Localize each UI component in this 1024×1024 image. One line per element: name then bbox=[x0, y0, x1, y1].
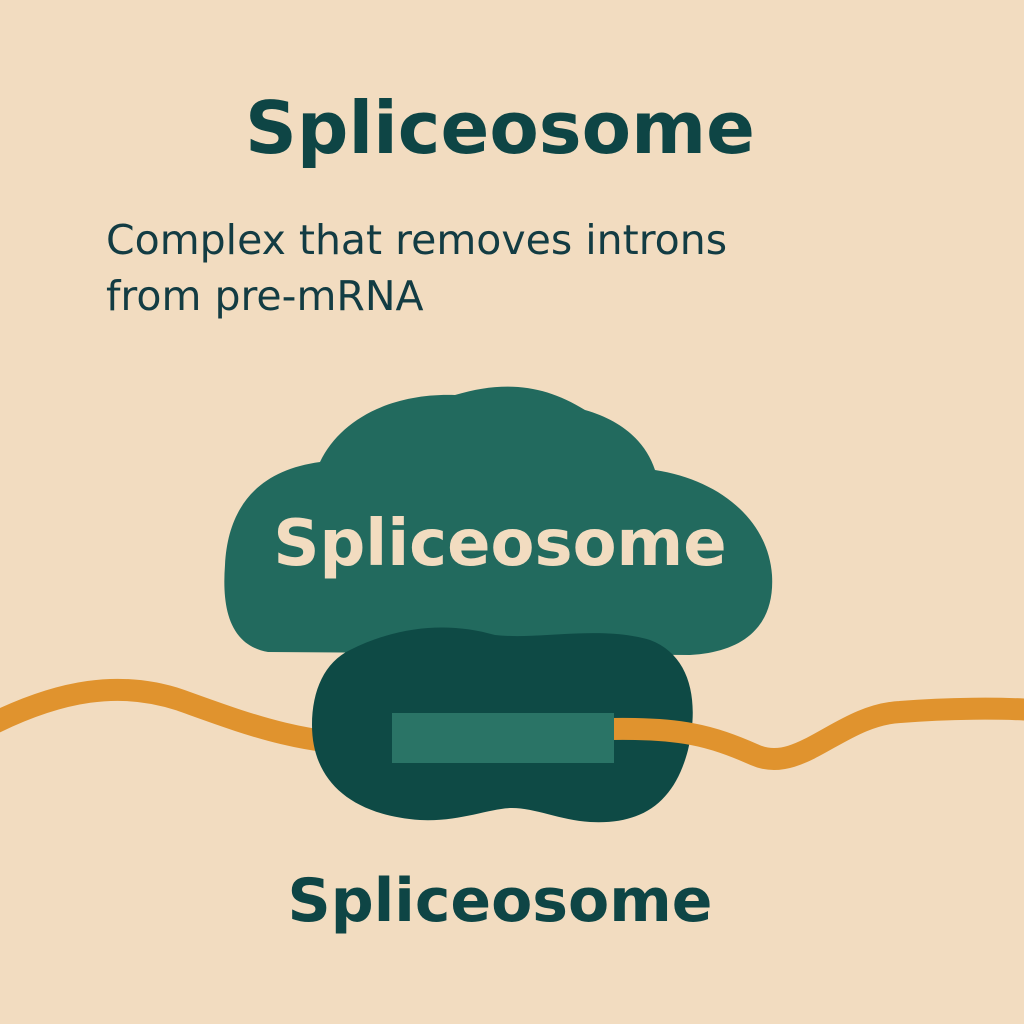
diagram-caption: Spliceosome bbox=[287, 866, 713, 936]
complex-label: Spliceosome bbox=[273, 507, 726, 581]
large-subunit bbox=[224, 386, 773, 655]
subtitle-line-1: Complex that removes introns bbox=[106, 216, 728, 264]
subtitle: Complex that removes introns from pre-mR… bbox=[106, 212, 906, 324]
page-title: Spliceosome bbox=[245, 86, 755, 170]
mrna-strand-right bbox=[611, 697, 1024, 771]
subtitle-line-2: from pre-mRNA bbox=[106, 272, 424, 320]
exon-segment bbox=[392, 713, 614, 763]
